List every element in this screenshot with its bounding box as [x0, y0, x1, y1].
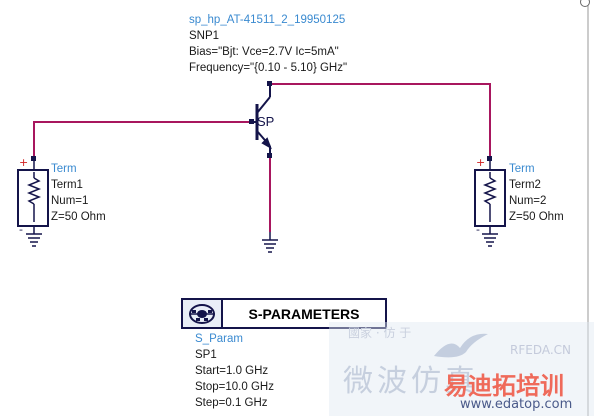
term2-name: Term2 [509, 179, 541, 191]
sparam-controller-block[interactable]: S-PARAMETERS [181, 298, 387, 329]
watermark-bird-icon [434, 333, 488, 358]
sparam-instance-name: SP1 [195, 349, 217, 361]
corner-handle-icon[interactable] [575, 0, 591, 12]
term1-impedance: Z=50 Ohm [51, 211, 106, 223]
term2-type: Term [509, 163, 535, 175]
watermark-brand-cn: 易迪拓培训 [444, 372, 564, 400]
transistor-instance-name: SNP1 [189, 30, 220, 42]
watermark-cn-top: 國家 · 仿 于 [348, 326, 412, 340]
watermark-background [329, 322, 594, 416]
wire-input[interactable] [33, 121, 252, 158]
transistor-frequency: Frequency="{0.10 - 5.10} GHz" [189, 62, 348, 74]
term1-type: Term [51, 163, 77, 175]
pin-term1[interactable] [31, 156, 36, 161]
sparam-stop: Stop=10.0 GHz [195, 381, 274, 393]
term1-num: Num=1 [51, 195, 89, 207]
bjt-transistor-symbol[interactable] [252, 84, 272, 155]
transistor-bias: Bias="Bjt: Vce=2.7V Ic=5mA" [189, 46, 339, 58]
pin-transistor-base[interactable] [249, 119, 254, 124]
term1-symbol[interactable] [17, 161, 49, 247]
transistor-model-name: sp_hp_AT-41511_2_19950125 [189, 14, 346, 26]
pin-transistor-emitter[interactable] [267, 153, 272, 158]
term2-symbol[interactable] [474, 161, 506, 247]
sparam-start: Start=1.0 GHz [195, 365, 269, 377]
ground-emitter[interactable] [262, 232, 278, 253]
term2-num: Num=2 [509, 195, 547, 207]
sparam-type: S_Param [195, 333, 243, 345]
term2-impedance: Z=50 Ohm [509, 211, 564, 223]
sparam-controller-icon [183, 300, 223, 327]
wire-output[interactable] [270, 83, 491, 158]
term2-minus-sign: - [476, 223, 480, 236]
term2-plus-sign: + [476, 156, 485, 169]
term1-plus-sign: + [19, 156, 28, 169]
watermark-brand-en: RFEDA.CN [510, 343, 572, 357]
sparam-step: Step=0.1 GHz [195, 397, 268, 409]
watermark-url: www.edatop.com [460, 397, 573, 412]
term1-name: Term1 [51, 179, 83, 191]
watermark-cn-faint: 微波仿真 [343, 364, 479, 399]
pin-transistor-collector[interactable] [267, 81, 272, 86]
pin-term2[interactable] [487, 156, 492, 161]
sparam-controller-title: S-PARAMETERS [248, 305, 360, 322]
transistor-symbol-label: SP [257, 114, 274, 129]
term1-minus-sign: - [19, 223, 23, 236]
